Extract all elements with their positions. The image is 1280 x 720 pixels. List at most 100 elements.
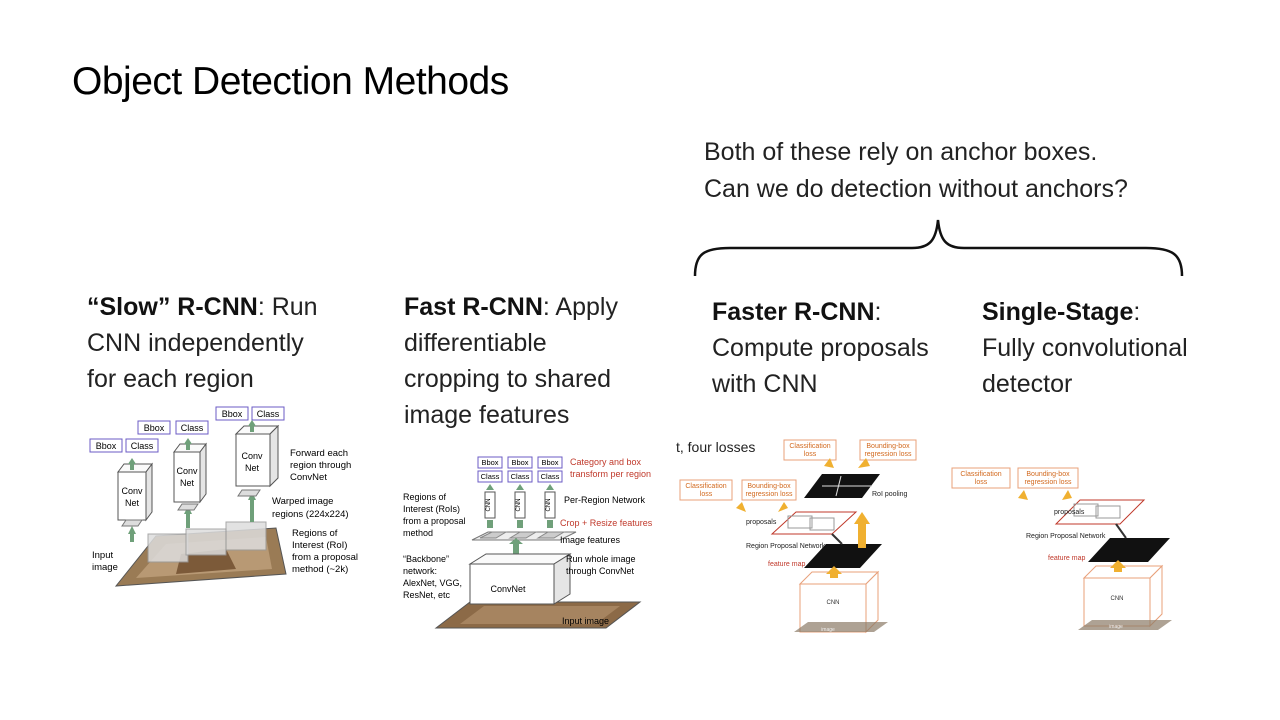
method-fast-rcnn-desc-4: image features [404, 401, 570, 429]
slow-convnet-block-2: Conv Net [173, 442, 207, 504]
slow-input-2: image [92, 562, 118, 573]
fast-cnn-1: CNN [486, 499, 492, 512]
method-fast-rcnn-desc-1: : Apply [542, 293, 618, 321]
fast-bbox-3: Bbox [541, 458, 558, 467]
single-cnn-block: CNN [1082, 564, 1164, 628]
fast-bbox-1: Bbox [481, 458, 498, 467]
fast-per-region: Per-Region Network [564, 495, 646, 505]
fast-backbone-2: network: [403, 566, 437, 576]
method-single-stage-name: Single-Stage [982, 298, 1134, 326]
slow-rois-3: from a proposal [292, 552, 358, 563]
single-bbox-1: Bounding-box [1026, 471, 1070, 478]
fast-rois-4: method [403, 528, 433, 538]
single-cnn-label: CNN [1111, 596, 1124, 602]
faster-cnn-label: CNN [827, 600, 840, 606]
svg-text:Net: Net [125, 498, 140, 508]
single-cls-2: loss [975, 479, 988, 486]
method-slow-rcnn-desc-3: for each region [87, 365, 254, 393]
slow-rois-4: method (~2k) [292, 564, 348, 575]
method-faster-rcnn-desc-1: : [874, 298, 882, 326]
method-single-stage-desc-1: : [1133, 298, 1141, 326]
faster-caption: t, four losses [676, 439, 755, 455]
slide-title: Object Detection Methods [72, 60, 509, 103]
method-slow-rcnn-name: “Slow” R-CNN [87, 293, 258, 321]
fast-rois-3: from a proposal [403, 516, 466, 526]
method-fast-rcnn-desc-2: differentiable [404, 329, 547, 357]
slow-bbox-3: Bbox [222, 409, 243, 419]
faster-top-cls-1: Classification [789, 443, 830, 450]
fast-rois-1: Regions of [403, 492, 447, 502]
slow-warped-2: regions (224x224) [272, 509, 349, 520]
faster-feature-map-label: feature map [768, 561, 805, 568]
faster-rcnn-diagram: t, four losses Classification loss Bound… [676, 436, 942, 636]
fast-backbone-3: AlexNet, VGG, [403, 578, 462, 588]
grouping-brace [693, 219, 1184, 277]
method-slow-rcnn-desc-2: CNN independently [87, 329, 304, 357]
fast-class-3: Class [541, 472, 560, 481]
single-bbox-2: regression loss [1024, 479, 1072, 486]
method-faster-rcnn-name: Faster R-CNN [712, 298, 875, 326]
anchor-note-line-2: Can we do detection without anchors? [704, 175, 1128, 203]
fast-convnet-block: ConvNet [468, 553, 572, 605]
method-faster-rcnn-desc-3: with CNN [712, 370, 818, 398]
method-faster-rcnn-desc-2: Compute proposals [712, 334, 929, 362]
fast-backbone-4: ResNet, etc [403, 590, 451, 600]
fast-class-1: Class [481, 472, 500, 481]
method-fast-rcnn-name: Fast R-CNN [404, 293, 543, 321]
slow-forward-3: ConvNet [290, 472, 327, 483]
faster-proposals: proposals [746, 519, 777, 526]
slow-rois-1: Regions of [292, 528, 338, 539]
method-slow-rcnn: “Slow” R-CNN: Run CNN independently for … [87, 289, 318, 397]
fast-run-whole-1: Run whole image [566, 554, 636, 564]
svg-text:Conv: Conv [241, 451, 263, 461]
slow-input-1: Input [92, 550, 113, 561]
svg-text:Conv: Conv [121, 486, 143, 496]
slow-forward-2: region through [290, 460, 351, 471]
fast-crop: Crop + Resize features [560, 518, 653, 528]
fast-category-2: transform per region [570, 469, 651, 479]
method-fast-rcnn-desc-3: cropping to shared [404, 365, 612, 393]
fast-category-1: Category and box [570, 457, 642, 467]
slow-class-2: Class [181, 423, 204, 433]
single-cls-1: Classification [960, 471, 1001, 478]
fast-image-features: Image features [560, 535, 621, 545]
single-proposals: proposals [1054, 509, 1085, 516]
slow-warped-1: Warped image [272, 496, 333, 507]
method-single-stage-desc-2: Fully convolutional [982, 334, 1188, 362]
slow-class-1: Class [131, 441, 154, 451]
single-image-label: image [1109, 624, 1123, 630]
slow-convnet-block-3: Conv Net [234, 424, 280, 488]
faster-mid-cls-2: loss [700, 491, 713, 498]
fast-convnet-label: ConvNet [490, 584, 526, 594]
fast-class-2: Class [511, 472, 530, 481]
slow-class-3: Class [257, 409, 280, 419]
svg-text:Conv: Conv [176, 466, 198, 476]
single-feature-map [1088, 538, 1170, 562]
method-slow-rcnn-desc-1: : Run [257, 293, 318, 321]
faster-roi-pooling: RoI pooling [872, 491, 908, 498]
faster-rpn: Region Proposal Network [746, 543, 826, 550]
method-single-stage-desc-3: detector [982, 370, 1073, 398]
anchor-note: Both of these rely on anchor boxes. Can … [704, 134, 1128, 208]
single-stage-diagram: Classification loss Bounding-box regress… [948, 462, 1178, 634]
slow-rcnn-diagram: Conv Net Conv Net Conv Net Bbox Class Bb… [86, 404, 376, 592]
method-fast-rcnn: Fast R-CNN: Apply differentiable croppin… [404, 289, 618, 433]
fast-rois-2: Interest (RoIs) [403, 504, 460, 514]
svg-text:Net: Net [245, 463, 260, 473]
method-faster-rcnn: Faster R-CNN: Compute proposals with CNN [712, 294, 929, 402]
single-feature-map-label: feature map [1048, 555, 1085, 562]
method-single-stage: Single-Stage: Fully convolutional detect… [982, 294, 1188, 402]
faster-image-label: image [821, 627, 835, 633]
fast-cnn-3: CNN [546, 499, 552, 512]
slow-bbox-2: Bbox [144, 423, 165, 433]
slow-rois-2: Interest (RoI) [292, 540, 347, 551]
fast-cnn-2: CNN [516, 499, 522, 512]
slow-forward-1: Forward each [290, 448, 348, 459]
faster-top-bbox-2: regression loss [864, 451, 912, 458]
faster-mid-bbox-1: Bounding-box [747, 483, 791, 490]
fast-bbox-2: Bbox [511, 458, 528, 467]
fast-input-label: Input image [562, 616, 609, 626]
slow-bbox-1: Bbox [96, 441, 117, 451]
faster-feature-map [804, 544, 882, 568]
single-rpn: Region Proposal Network [1026, 533, 1106, 540]
